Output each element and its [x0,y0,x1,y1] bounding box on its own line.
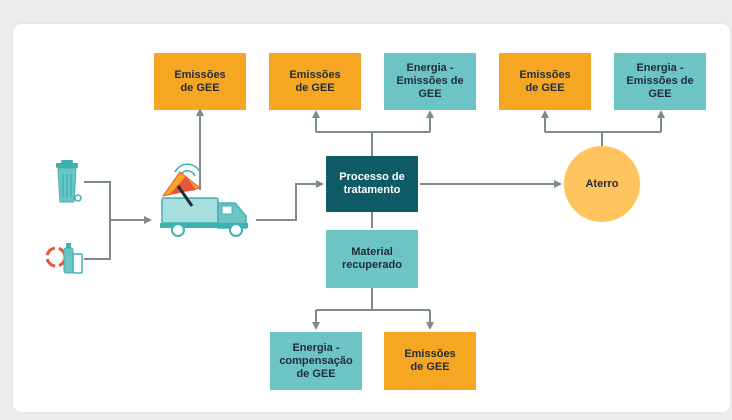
energy-ghg-offset-node: Energia - compensação de GEE [270,332,362,390]
treatment-process-node: Processo de tratamento [326,156,418,212]
recovered-material-node: Material recuperado [326,230,418,288]
ghg-emissions-treatment-node: Emissões de GEE [269,53,361,110]
ghg-emissions-collection-node: Emissões de GEE [154,53,246,110]
trash-bin-icon [56,160,82,203]
ghg-emissions-landfill-node: Emissões de GEE [499,53,591,110]
energy-emissions-treatment-node: Energia - Emissões de GEE [384,53,476,110]
garbage-truck-icon [160,163,248,237]
truck-to-treatment-arrow [256,180,324,221]
energy-emissions-landfill-node: Energia - Emissões de GEE [614,53,706,110]
input-connector [84,181,111,260]
recycling-icon [45,243,83,274]
landfill-node: Aterro [564,146,640,222]
ghg-emissions-material-node: Emissões de GEE [384,332,476,390]
